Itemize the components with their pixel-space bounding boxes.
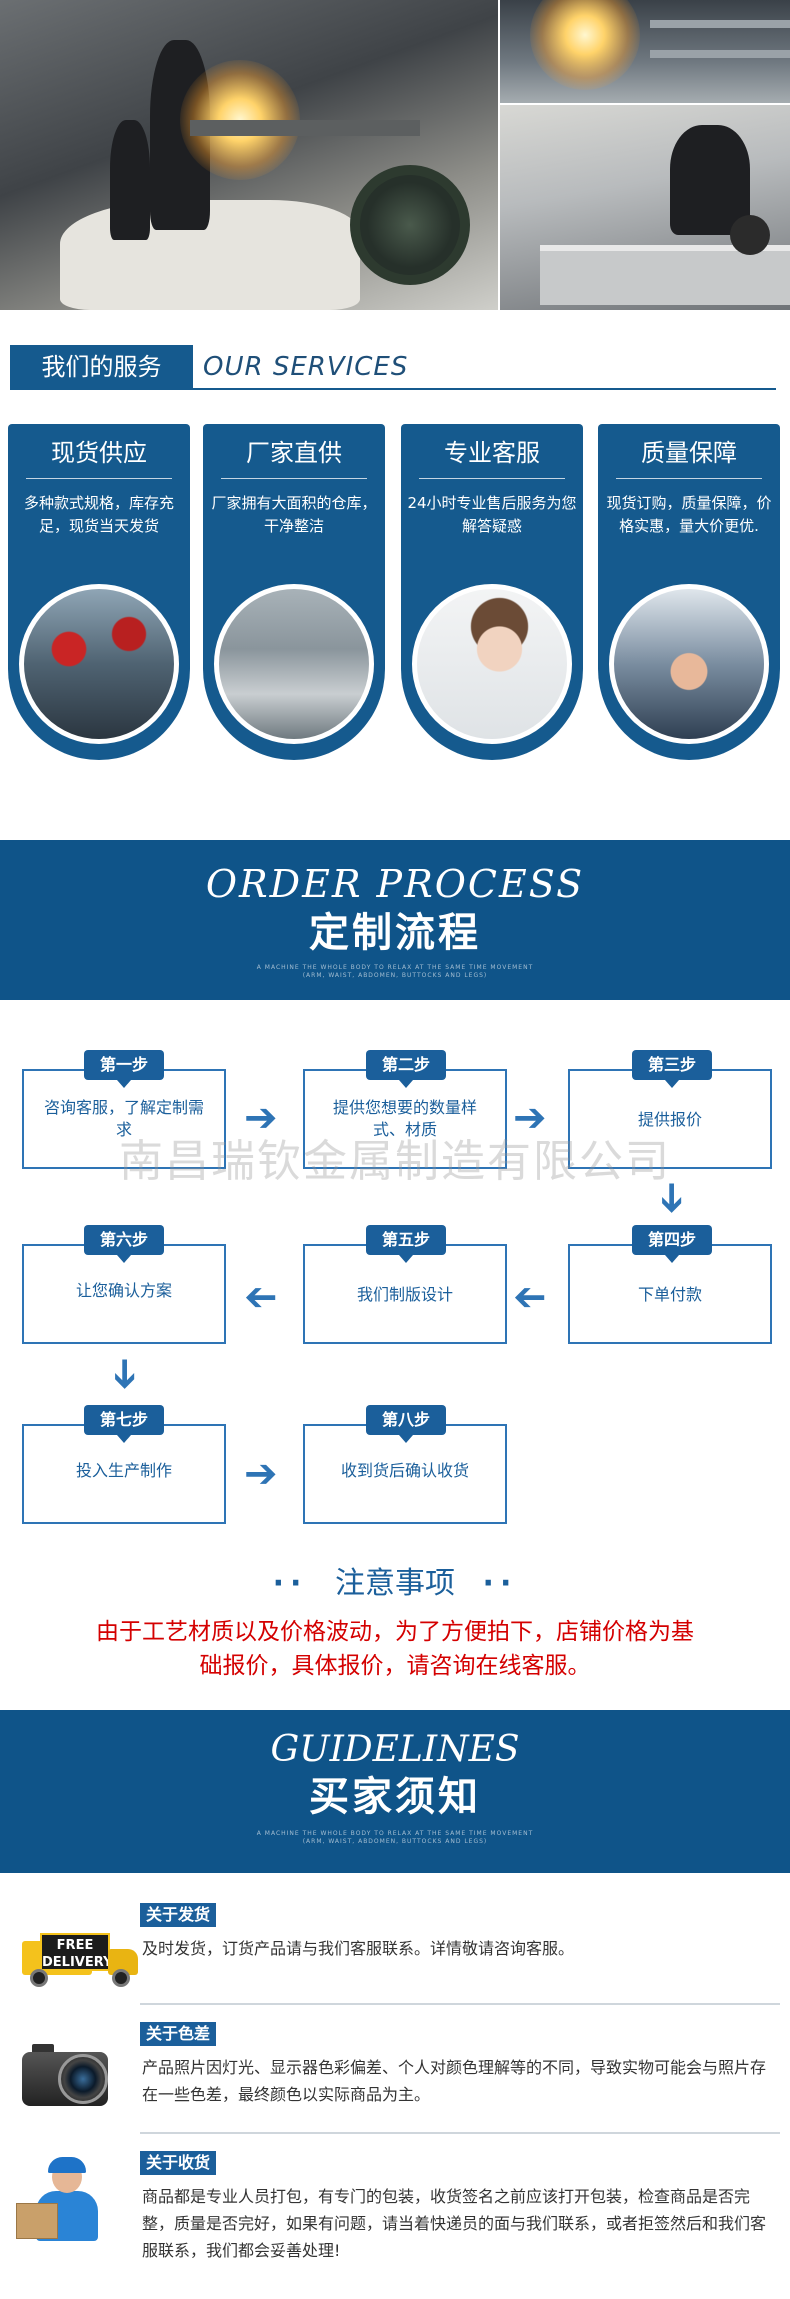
- notice-title: 注意事项: [335, 1566, 455, 1601]
- service-card-factory: 厂家直供 厂家拥有大面积的仓库，干净整洁: [203, 424, 385, 760]
- guidelines-small-line1: A MACHINE THE WHOLE BODY TO RELAX AT THE…: [256, 1830, 534, 1837]
- service-card-title: 质量保障: [641, 439, 737, 467]
- step-5-label: 我们制版设计: [356, 1285, 453, 1304]
- step-5-tag: 第五步: [366, 1225, 446, 1263]
- step-3-label: 提供报价: [637, 1110, 702, 1129]
- step-8-label: 收到货后确认收货: [340, 1461, 469, 1480]
- services-header: 我们的服务 OUR SERVICES: [10, 345, 776, 390]
- service-card-desc: 厂家拥有大面积的仓库，干净整洁: [211, 494, 377, 535]
- step-2-tag: 第二步: [366, 1050, 446, 1088]
- notice-dots-left: ··: [272, 1566, 308, 1601]
- order-process-title: 定制流程: [309, 910, 481, 956]
- step-4-label: 下单付款: [637, 1285, 702, 1304]
- delivery-truck-icon: FREE DELIVERY: [22, 1927, 152, 1997]
- warehouse-photo: [214, 584, 374, 744]
- order-process-banner: ORDER PROCESS 定制流程 A MACHINE THE WHOLE B…: [0, 840, 790, 1000]
- guide-item-shipping: FREE DELIVERY 关于发货 及时发货，订货产品请与我们客服联系。详情敬…: [0, 1903, 790, 2003]
- service-card-desc: 多种款式规格，库存充足，现货当天发货: [23, 494, 174, 535]
- guide-text: 商品都是专业人员打包，有专门的包装，收货签名之前应该打开包装，检查商品是否完整，…: [142, 2187, 767, 2260]
- service-card-desc: 现货订购，质量保障，价格实惠，量大价更优.: [606, 494, 772, 535]
- services-underline: [193, 388, 776, 390]
- services-title-en: OUR SERVICES: [203, 352, 409, 382]
- step-7-box: 投入生产制作: [22, 1424, 226, 1524]
- service-card-title: 厂家直供: [246, 439, 342, 467]
- service-card-title: 现货供应: [51, 439, 147, 467]
- step-4-tag: 第四步: [632, 1225, 712, 1263]
- guidelines-banner: GUIDELINES 买家须知 A MACHINE THE WHOLE BODY…: [0, 1710, 790, 1873]
- order-process-small-line1: A MACHINE THE WHOLE BODY TO RELAX AT THE…: [256, 964, 534, 971]
- step-8-tag: 第八步: [366, 1405, 446, 1443]
- notice-dots-right: ··: [482, 1566, 518, 1601]
- step-1-label: 咨询客服，了解定制需求: [43, 1098, 204, 1139]
- welding-workshop-photo: [0, 0, 498, 310]
- guide-text: 产品照片因灯光、显示器色彩偏差、个人对颜色理解等的不同，导致实物可能会与照片存在…: [142, 2058, 767, 2104]
- notice-heading: ·· 注意事项 ··: [0, 1558, 790, 1602]
- guidelines-title-en: GUIDELINES: [270, 1729, 520, 1770]
- welding-closeup-photo: [500, 0, 790, 103]
- step-3-tag: 第三步: [632, 1050, 712, 1088]
- hero-photo-strip: [0, 0, 790, 310]
- service-card-title: 专业客服: [444, 439, 540, 467]
- courier-icon: [16, 2157, 122, 2251]
- step-7-tag: 第七步: [84, 1405, 164, 1443]
- step-7-label: 投入生产制作: [75, 1461, 172, 1480]
- workers-photo: [19, 584, 179, 744]
- arrow-right-icon: ➔: [513, 1095, 547, 1141]
- step-6-label: 让您确认方案: [75, 1281, 172, 1300]
- service-card-quality: 质量保障 现货订购，质量保障，价格实惠，量大价更优.: [598, 424, 780, 760]
- notice-text: 由于工艺材质以及价格波动，为了方便拍下，店铺价格为基础报价，具体报价，请咨询在线…: [96, 1619, 694, 1679]
- step-1-tag: 第一步: [84, 1050, 164, 1088]
- step-6-tag: 第六步: [84, 1225, 164, 1263]
- guide-tag: 关于发货: [140, 1903, 217, 1927]
- arrow-right-icon: ➔: [244, 1451, 278, 1497]
- camera-icon: [22, 2044, 122, 2114]
- step-2-label: 提供您想要的数量样式、材质: [332, 1098, 477, 1139]
- grinding-worker-photo: [500, 105, 790, 310]
- handshake-photo: [609, 584, 769, 744]
- service-card-desc: 24小时专业售后服务为您解答疑惑: [407, 494, 577, 535]
- customer-service-photo: [412, 584, 572, 744]
- guide-tag: 关于收货: [140, 2151, 217, 2175]
- order-process-small-line2: (ARM, WAIST, ABDOMEN, BUTTOCKS AND LEGS): [302, 972, 488, 979]
- service-card-stock: 现货供应 多种款式规格，库存充足，现货当天发货: [8, 424, 190, 760]
- guidelines-small-line2: (ARM, WAIST, ABDOMEN, BUTTOCKS AND LEGS): [302, 1838, 488, 1845]
- guidelines-title: 买家须知: [309, 1774, 481, 1820]
- guide-item-receiving: 关于收货 商品都是专业人员打包，有专门的包装，收货签名之前应该打开包装，检查商品…: [0, 2151, 790, 2291]
- guide-item-color: 关于色差 产品照片因灯光、显示器色彩偏差、个人对颜色理解等的不同，导致实物可能会…: [0, 2022, 790, 2142]
- order-process-title-en: ORDER PROCESS: [205, 862, 585, 906]
- arrow-down-icon: ➔: [648, 1181, 695, 1215]
- arrow-left-icon: ➔: [513, 1275, 547, 1321]
- arrow-left-icon: ➔: [244, 1275, 278, 1321]
- divider: [140, 2132, 780, 2134]
- guide-tag: 关于色差: [140, 2022, 217, 2046]
- guide-text: 及时发货，订货产品请与我们客服联系。详情敬请咨询客服。: [142, 1939, 575, 1958]
- services-title: 我们的服务: [10, 345, 193, 390]
- truck-sign: FREE DELIVERY: [40, 1933, 112, 1971]
- service-card-support: 专业客服 24小时专业售后服务为您解答疑惑: [401, 424, 583, 760]
- arrow-down-icon: ➔: [101, 1357, 148, 1391]
- divider: [140, 2003, 780, 2005]
- arrow-right-icon: ➔: [244, 1095, 278, 1141]
